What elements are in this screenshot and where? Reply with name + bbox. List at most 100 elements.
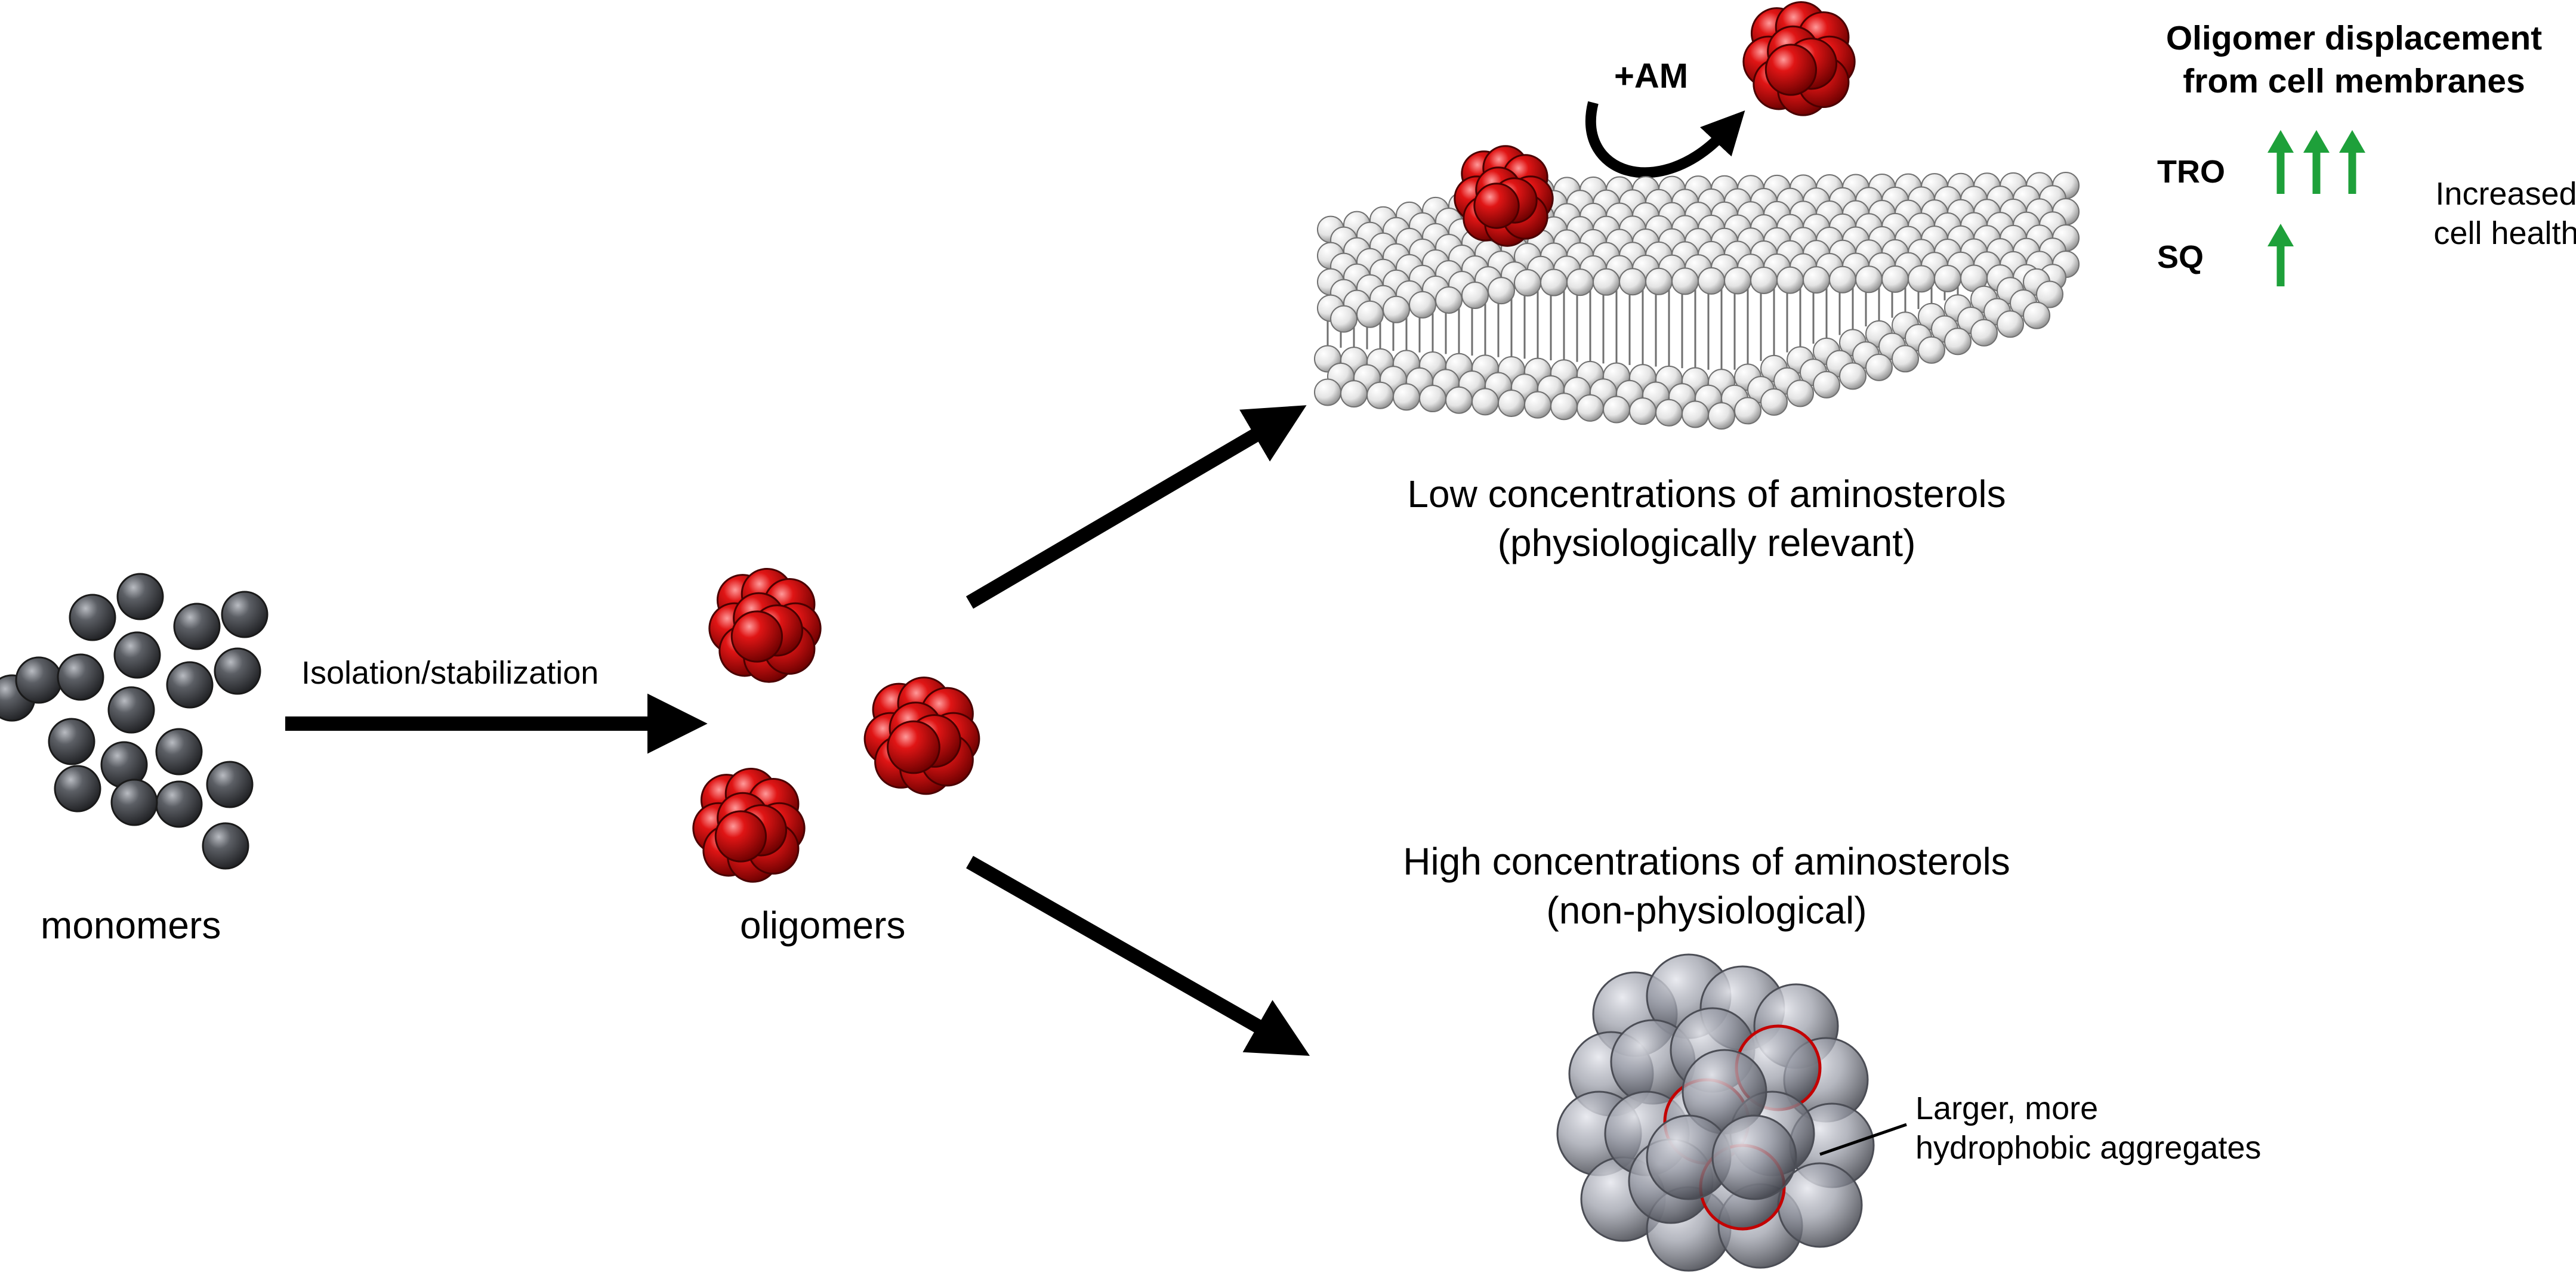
lipid-head — [2023, 301, 2050, 329]
lipid-head — [1314, 378, 1341, 406]
displacement-line1: Oligomer displacement — [2165, 19, 2543, 57]
oligomer-sphere — [714, 810, 767, 863]
oligomer-group — [692, 567, 980, 883]
lipid-head — [1855, 265, 1883, 294]
monomer-sphere — [48, 718, 95, 765]
lipid-head — [1514, 269, 1541, 296]
oligomer — [1742, 1, 1856, 116]
lipid-head — [1918, 336, 1945, 364]
oligomers-label: oligomers — [740, 904, 906, 947]
oligomer — [708, 567, 822, 683]
oligomer — [863, 677, 980, 795]
lipid-head — [1839, 362, 1867, 390]
monomer-sphere — [206, 761, 254, 808]
displacement-line2: from cell membranes — [2183, 62, 2525, 100]
lipid-head — [1908, 265, 1935, 293]
increase-arrow-head — [2268, 130, 2294, 153]
aggregate-sphere — [1711, 1114, 1797, 1200]
lipid-head — [1393, 383, 1420, 411]
oligomer — [692, 767, 806, 883]
lipid-head — [1645, 267, 1673, 295]
low-concentration-line1: Low concentrations of aminosterols — [1407, 472, 2006, 515]
lipid-head — [1750, 267, 1778, 295]
increased-health-line2: cell health — [2433, 215, 2576, 251]
high-concentration-line2: (non-physiological) — [1546, 889, 1867, 932]
monomer-sphere — [214, 647, 261, 695]
lipid-head — [1970, 319, 1998, 347]
monomer-cluster — [0, 573, 269, 870]
monomer-sphere — [202, 822, 249, 870]
displacement-curved-arrow — [1585, 101, 1745, 178]
monomer-sphere — [110, 779, 158, 826]
high-concentration-label: High concentrations of aminosterols (non… — [1403, 837, 2010, 935]
lipid-head — [1997, 310, 2024, 338]
aggregate-callout-line — [1819, 1123, 1907, 1156]
lipid-head — [1881, 265, 1909, 293]
monomer-sphere — [116, 573, 164, 620]
aggregates-label: Larger, more hydrophobic aggregates — [1915, 1089, 2261, 1167]
process-arrows — [285, 101, 1745, 1056]
high-concentration-line1: High concentrations of aminosterols — [1403, 840, 2010, 883]
lipid-head — [1829, 265, 1856, 294]
lipid-head — [1524, 391, 1551, 419]
plus-am-label: +AM — [1614, 57, 1689, 95]
lipid-head — [1471, 388, 1499, 416]
monomer-sphere — [155, 728, 203, 776]
tro-label: TRO — [2157, 154, 2225, 190]
lipid-head — [1803, 266, 1830, 294]
lipid-head — [1944, 328, 1972, 356]
sq-label: SQ — [2157, 239, 2204, 275]
lipid-head — [1366, 381, 1394, 409]
lipid-head — [1488, 277, 1515, 305]
monomer-sphere — [166, 661, 214, 709]
monomer-sphere — [54, 765, 101, 813]
lipid-head — [1409, 291, 1436, 319]
lipid-head — [1593, 268, 1620, 296]
low-concentration-line2: (physiologically relevant) — [1497, 521, 1916, 564]
released-oligomer — [1742, 1, 1856, 116]
increase-arrow-head — [2303, 130, 2330, 153]
oligomer — [1454, 145, 1554, 247]
monomer-sphere — [113, 631, 161, 679]
lipid-head — [1435, 286, 1463, 314]
lipid-head — [1682, 400, 1709, 428]
lipid-membrane — [1314, 171, 2080, 430]
lipid-head — [1655, 399, 1683, 427]
arrow-to-low-concentration — [965, 405, 1307, 609]
monomer-sphere — [221, 591, 269, 638]
increase-arrow-head — [2268, 224, 2294, 246]
lipid-head — [1445, 386, 1473, 414]
lipid-head — [1776, 266, 1804, 294]
lipid-head — [1498, 389, 1525, 417]
oligomer-sphere — [730, 610, 783, 663]
monomer-sphere — [57, 653, 104, 701]
lipid-head — [1577, 394, 1604, 422]
oligomer-sphere — [887, 720, 940, 774]
lipid-head — [1724, 267, 1751, 295]
increased-health-line1: Increased — [2435, 176, 2576, 212]
lipid-head — [1619, 268, 1646, 296]
lipid-head — [1708, 402, 1735, 430]
monomer-sphere — [173, 603, 221, 650]
lipid-head — [1603, 396, 1630, 424]
isolation-label: Isolation/stabilization — [301, 655, 599, 691]
lipid-head — [1383, 295, 1410, 323]
displacement-title: Oligomer displacement from cell membrane… — [2166, 17, 2542, 103]
lipid-head — [1566, 268, 1594, 296]
monomer-sphere — [69, 594, 116, 641]
lipid-head — [1698, 267, 1725, 295]
aggregates-line1: Larger, more — [1915, 1091, 2099, 1126]
lipid-head — [1892, 345, 1919, 373]
lipid-head — [1934, 264, 1961, 292]
aggregates-line2: hydrophobic aggregates — [1915, 1130, 2262, 1166]
monomer-sphere — [107, 686, 155, 734]
lipid-head — [1330, 305, 1358, 333]
monomer-sphere — [15, 656, 63, 704]
monomer-sphere — [155, 780, 203, 828]
lipid-head — [1734, 397, 1761, 425]
effect-arrows — [2268, 130, 2365, 286]
lipid-head — [1813, 370, 1840, 399]
lipid-head — [1787, 379, 1814, 407]
